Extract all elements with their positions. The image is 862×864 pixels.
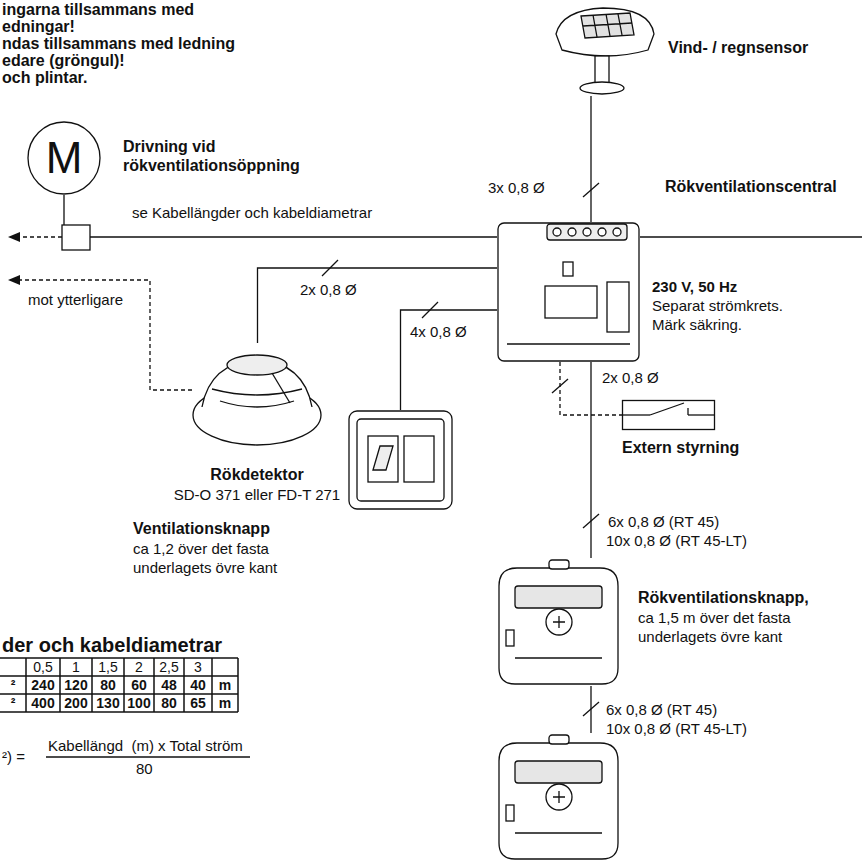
node-title: Ventilationsknapp — [133, 519, 270, 538]
cable-spec: 6x 0,8 Ø (RT 45) — [606, 700, 717, 719]
power-line — [640, 236, 862, 237]
table-cell: 400 — [26, 694, 60, 712]
vent-button: Ventilationsknappca 1,2 över det fasta u… — [348, 410, 453, 510]
smoke-detector: RökdetektorSD-O 371 eller FD-T 271 — [190, 343, 325, 448]
node-shape — [497, 558, 620, 686]
table-cell: 1 — [60, 658, 92, 676]
formula-text: 80 — [136, 759, 153, 778]
wire-label: 3x 0,8 Ø — [486, 178, 547, 197]
node-text: 230 V, 50 Hz — [652, 277, 737, 296]
table-cell: 0,5 — [26, 658, 60, 676]
table-cell: 100 — [124, 694, 154, 712]
cable-spec: 10x 0,8 Ø (RT 45-LT) — [606, 531, 747, 550]
arrowhead — [8, 275, 20, 285]
connector — [64, 195, 497, 237]
note-text: ingarna tillsammans med — [2, 0, 194, 19]
connector — [590, 362, 591, 558]
arrow-note: mot ytterligare — [28, 290, 123, 309]
table-cell: 1,5 — [92, 658, 124, 676]
node-title: M — [27, 121, 101, 195]
dashed-arrows — [18, 237, 192, 390]
node-text: ca 1,5 m över det fasta underlagets övre… — [638, 608, 823, 646]
node-text: Drivning vid rökventilationsöppning — [123, 137, 338, 175]
wire-label: 4x 0,8 Ø — [408, 322, 469, 341]
node-shape — [548, 4, 660, 96]
connector — [401, 310, 498, 410]
table-cell: 2 — [124, 658, 154, 676]
table-cell: ² — [0, 676, 26, 694]
fraction-bar — [46, 756, 250, 757]
smoke-vent-button: Rökventilationsknapp,ca 1,5 m över det f… — [497, 558, 620, 686]
formula-text: Kabellängd (m) x Total ström — [48, 736, 243, 755]
node-text: Separat strömkrets. Märk säkring. — [652, 296, 802, 334]
wire-label: 2x 0,8 Ø — [298, 280, 359, 299]
node-shape — [497, 222, 640, 362]
node-text: ca 1,2 över det fasta underlagets övre k… — [133, 539, 311, 577]
node-shape — [622, 400, 715, 430]
wire-label: se Kabellängder och kabeldiametrar — [130, 203, 374, 222]
table-cell: 48 — [154, 676, 184, 694]
connector — [590, 96, 591, 222]
table-cell: 200 — [60, 694, 92, 712]
wire — [590, 686, 591, 733]
node-shape — [190, 343, 325, 448]
table-cell: 2,5 — [154, 658, 184, 676]
formula-text: ²) = — [2, 747, 25, 766]
node-title: Rökventilationscentral — [665, 177, 837, 196]
table-title: der och kabeldiametrar — [2, 634, 222, 656]
junction-box — [62, 225, 90, 250]
table-cell: 40 — [184, 676, 212, 694]
control-unit: Rökventilationscentral230 V, 50 HzSepara… — [497, 222, 640, 362]
node-title: Vind- / regnsensor — [668, 38, 808, 57]
table-cell: 120 — [60, 676, 92, 694]
table-cell: 240 — [26, 676, 60, 694]
note-text: edare (gröngul)! — [2, 51, 125, 70]
table-cell: m — [212, 694, 238, 712]
table-cell: 80 — [154, 694, 184, 712]
node-title: Rökdetektor — [157, 465, 357, 484]
smoke-vent-button-2 — [499, 735, 618, 859]
motor-symbol: MDrivning vid rökventilationsöppning — [27, 121, 101, 195]
note-text: edningar! — [2, 17, 75, 36]
table-cell: m — [212, 676, 238, 694]
connector — [258, 268, 498, 343]
table-cell: ² — [0, 694, 26, 712]
node-shape — [348, 410, 453, 510]
table-cell: 80 — [92, 676, 124, 694]
cable-spec: 10x 0,8 Ø (RT 45-LT) — [606, 719, 747, 738]
note-text: ndas tillsammans med ledning — [2, 34, 235, 53]
arrowhead — [8, 232, 20, 242]
note-text: och plintar. — [2, 68, 87, 87]
external-switch: Extern styrning — [622, 400, 715, 430]
wind-rain-sensor: Vind- / regnsensor — [548, 4, 660, 96]
node-title: Rökventilationsknapp, — [638, 588, 809, 607]
node-title: Extern styrning — [622, 438, 739, 457]
wire-label: 2x 0,8 Ø — [600, 368, 661, 387]
table-cell: 130 — [92, 694, 124, 712]
table-grid — [0, 658, 238, 712]
table-cell: 65 — [184, 694, 212, 712]
table-cell: 3 — [184, 658, 212, 676]
node-text: SD-O 371 eller FD-T 271 — [157, 485, 357, 504]
wire-label: 6x 0,8 Ø (RT 45) — [606, 512, 721, 531]
table-cell: 60 — [124, 676, 154, 694]
